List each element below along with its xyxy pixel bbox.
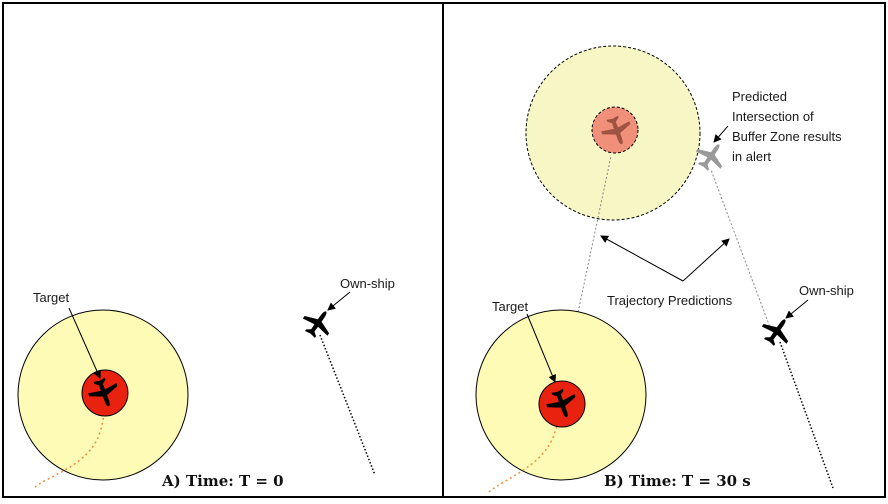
trajectory-arrow-left (600, 235, 684, 282)
panel-a: Target Own-ship A) Time: T = 0 (17, 276, 395, 490)
panel-b: Target Own-ship Predicted Intersection o… (475, 45, 854, 493)
alert-line-1: Predicted (732, 89, 787, 104)
ownship-label: Own-ship (340, 276, 395, 291)
ownship-track (319, 334, 376, 476)
alert-line-2: Intersection of (732, 109, 814, 124)
panel-a-caption: A) Time: T = 0 (161, 472, 284, 490)
panel-b-caption: B) Time: T = 30 s (604, 472, 751, 490)
alert-label-leader (713, 125, 729, 143)
ownship-label-leader (785, 299, 809, 319)
target-label: Target (492, 299, 529, 314)
ownship-trajectory-prediction (710, 169, 772, 331)
target-label-leader (68, 307, 101, 379)
alert-line-4: in alert (732, 149, 771, 164)
target-label-leader (526, 313, 557, 383)
ownship-track (779, 341, 834, 489)
alert-label: Predicted Intersection of Buffer Zone re… (732, 89, 845, 164)
target-label: Target (33, 290, 70, 305)
trajectory-predictions-label: Trajectory Predictions (607, 293, 733, 308)
ownship-label: Own-ship (799, 283, 854, 298)
ownship-label-leader (327, 291, 351, 311)
trajectory-arrow-right (682, 238, 730, 282)
target-past-track (488, 411, 561, 493)
alert-line-3: Buffer Zone results (732, 129, 842, 144)
